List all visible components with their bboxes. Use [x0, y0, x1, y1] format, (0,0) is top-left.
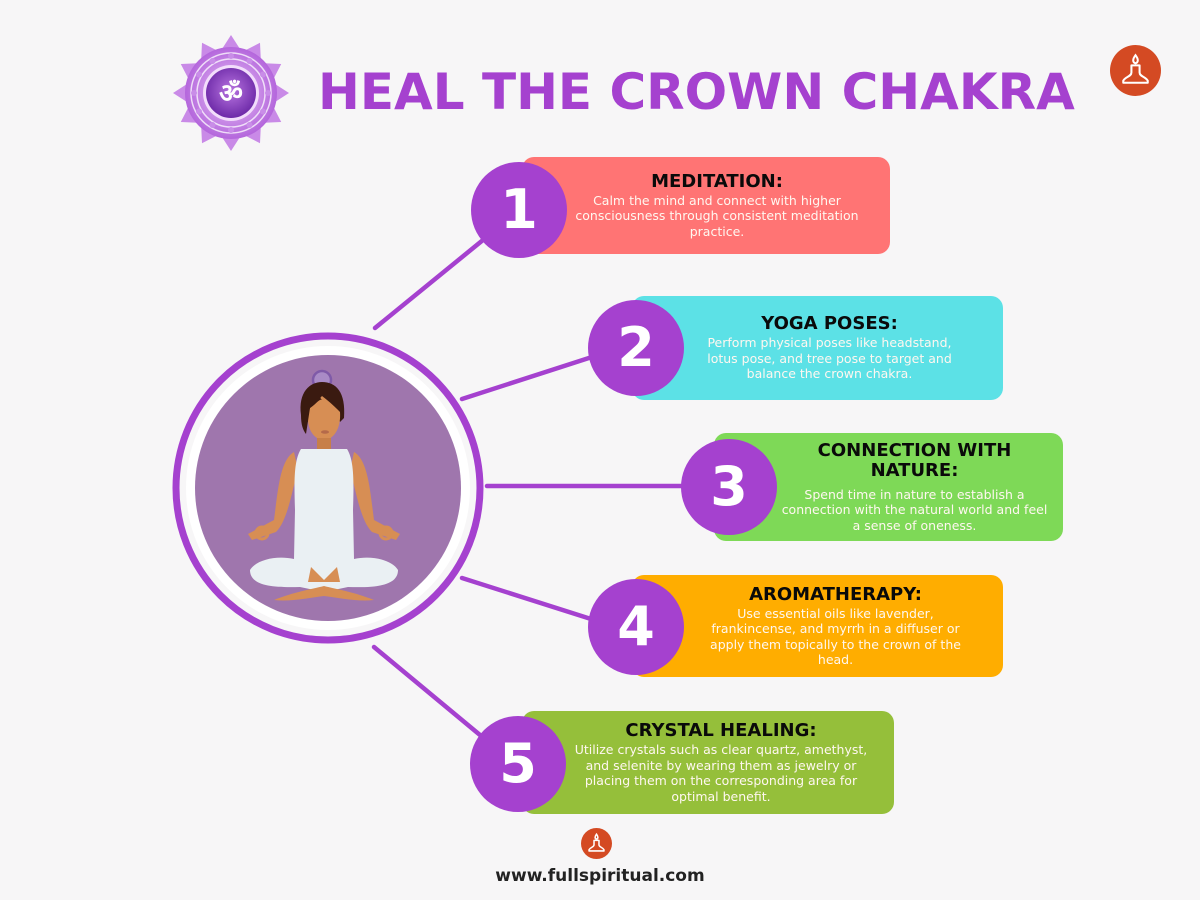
website-link[interactable]: www.fullspiritual.com [495, 866, 705, 886]
step-number-badge: 3 [681, 439, 777, 535]
step-title: MEDITATION: [651, 170, 783, 192]
step-card-connection-with-nature: CONNECTION WITH NATURE: Spend time in na… [714, 433, 1063, 541]
step-number-badge: 1 [471, 162, 567, 258]
step-card-crystal-healing: CRYSTAL HEALING: Utilize crystals such a… [522, 711, 894, 814]
step-description: Calm the mind and connect with higher co… [575, 192, 859, 239]
step-number-badge: 4 [588, 579, 684, 675]
meditation-candle-icon[interactable] [581, 828, 612, 859]
step-number-badge: 5 [470, 716, 566, 812]
step-description: Use essential oils like lavender, franki… [710, 605, 961, 668]
step-card-yoga-poses: YOGA POSES: Perform physical poses like … [632, 296, 1003, 400]
step-description: Spend time in nature to establish a conn… [781, 486, 1048, 533]
svg-text:ॐ: ॐ [219, 79, 243, 109]
step-title: CRYSTAL HEALING: [625, 720, 817, 741]
crown-chakra-lotus-om-icon: ॐ [173, 35, 289, 151]
step-title: AROMATHERAPY: [749, 583, 922, 605]
step-title: CONNECTION WITH NATURE: [817, 439, 1012, 481]
step-title: YOGA POSES: [761, 313, 898, 335]
step-description: Utilize crystals such as clear quartz, a… [574, 742, 868, 804]
page-title: HEAL THE CROWN CHAKRA [318, 63, 1075, 121]
meditation-candle-icon[interactable] [1110, 45, 1161, 96]
meditating-woman-icon [172, 332, 484, 644]
step-number-badge: 2 [588, 300, 684, 396]
step-card-meditation: MEDITATION: Calm the mind and connect wi… [522, 157, 890, 254]
step-description: Perform physical poses like headstand, l… [707, 335, 952, 382]
step-card-aromatherapy: AROMATHERAPY: Use essential oils like la… [632, 575, 1003, 677]
